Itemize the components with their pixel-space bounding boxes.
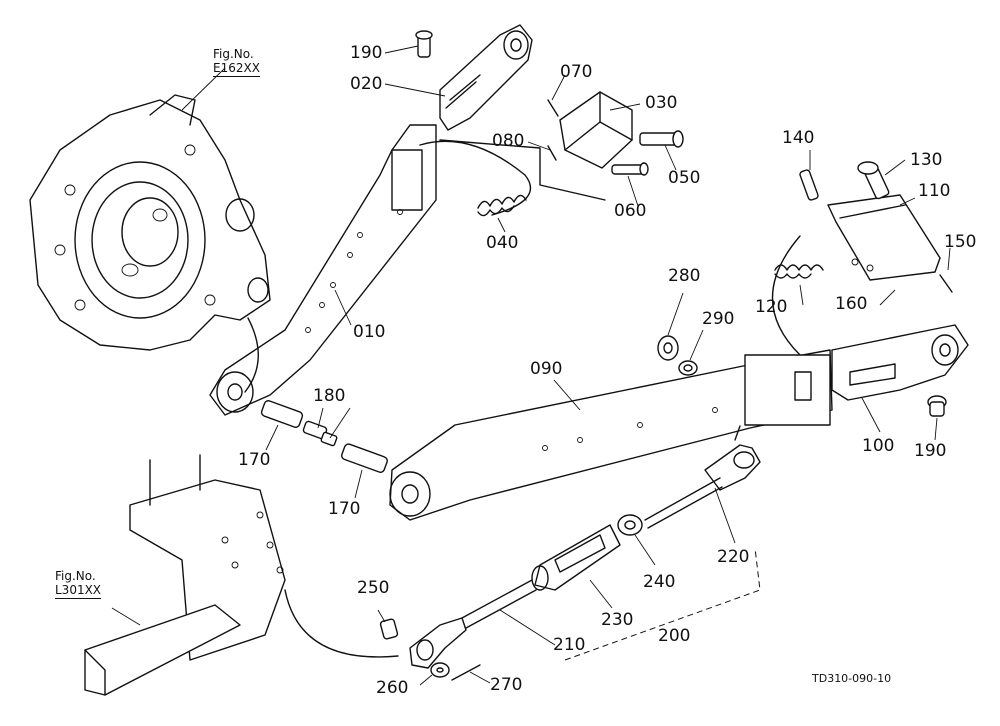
pin-270: [451, 664, 481, 681]
part-label-190-top: 190: [350, 43, 383, 63]
lower-link-090: [389, 349, 833, 521]
clip-150: [939, 274, 953, 293]
pin-190-right: [927, 395, 947, 417]
part-label-080: 080: [492, 131, 525, 151]
leader-lines: [265, 45, 951, 686]
part-label-210: 210: [553, 635, 586, 655]
pin-140: [799, 169, 819, 201]
pin-060: [611, 162, 649, 176]
turnbuckle-body-230: [534, 524, 621, 591]
washer-260: [430, 662, 450, 678]
part-label-240: 240: [643, 572, 676, 592]
washer-280: [657, 335, 679, 361]
cotter-080: [547, 145, 557, 161]
part-label-170-upper: 170: [238, 450, 271, 470]
part-label-040: 040: [486, 233, 519, 253]
pin-250: [379, 618, 399, 640]
part-label-140: 140: [782, 128, 815, 148]
part-label-270: 270: [490, 675, 523, 695]
part-label-130: 130: [910, 150, 943, 170]
turnbuckle-assembly-200: [409, 444, 761, 669]
part-label-280: 280: [668, 266, 701, 286]
pin-170-upper: [260, 400, 304, 428]
bracket-110: [827, 194, 941, 281]
lower-link-010: [209, 124, 437, 416]
pin-050: [639, 130, 684, 148]
figure-ref-bottom-prefix: Fig.No.: [55, 569, 96, 583]
lift-arm-020: [439, 24, 533, 131]
link-end-100: [831, 324, 969, 401]
part-label-060: 060: [614, 201, 647, 221]
pin-130: [857, 161, 890, 200]
rear-frame-bracket: [84, 454, 286, 696]
part-label-150: 150: [944, 232, 977, 252]
spring-120: [774, 264, 824, 279]
part-label-180: 180: [313, 386, 346, 406]
pin-170-lower: [341, 443, 388, 473]
drawing-code: TD310-090-10: [812, 672, 892, 685]
part-label-070: 070: [560, 62, 593, 82]
part-label-120: 120: [755, 297, 788, 317]
part-label-230: 230: [601, 610, 634, 630]
spring-pin-220: [734, 425, 741, 441]
part-label-010: 010: [353, 322, 386, 342]
bracket-030: [559, 91, 633, 169]
part-label-050: 050: [668, 168, 701, 188]
pin-190-top: [415, 30, 433, 58]
part-label-220: 220: [717, 547, 750, 567]
pin-180: [302, 420, 338, 447]
figure-ref-top-prefix: Fig.No.: [213, 47, 254, 61]
part-label-030: 030: [645, 93, 678, 113]
part-label-170-lower: 170: [328, 499, 361, 519]
transmission-housing: [29, 94, 271, 351]
washer-290: [678, 360, 698, 376]
figure-ref-top[interactable]: Fig.No. E162XX: [213, 47, 260, 77]
part-label-100: 100: [862, 436, 895, 456]
part-label-290: 290: [702, 309, 735, 329]
assembly-arrow-120: [771, 235, 801, 356]
figure-ref-top-code: E162XX: [213, 60, 260, 77]
assembly-arrow-bracket: [284, 589, 399, 658]
part-label-090: 090: [530, 359, 563, 379]
part-label-260: 260: [376, 678, 409, 698]
part-label-250: 250: [357, 578, 390, 598]
part-label-020: 020: [350, 74, 383, 94]
cotter-070: [547, 99, 559, 117]
figure-ref-bottom[interactable]: Fig.No. L301XX: [55, 569, 102, 599]
figure-ref-bottom-code: L301XX: [55, 582, 102, 599]
part-label-160: 160: [835, 294, 868, 314]
part-label-200: 200: [658, 626, 691, 646]
assembly-arrow-housing: [244, 317, 259, 393]
part-label-190-right: 190: [914, 441, 947, 461]
nut-240: [617, 514, 643, 536]
part-label-110: 110: [918, 181, 951, 201]
